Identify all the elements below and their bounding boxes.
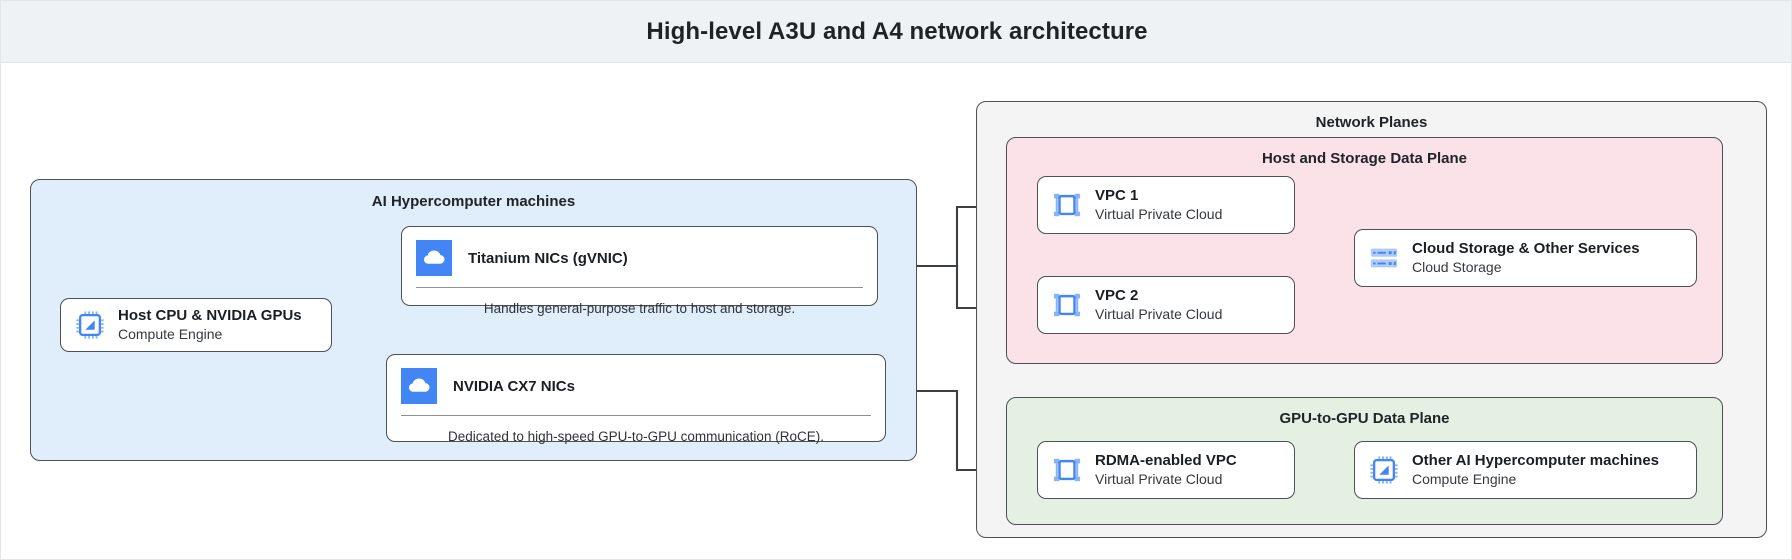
node-vpc-2[interactable]: VPC 2 Virtual Private Cloud <box>1037 276 1295 334</box>
node-title: RDMA-enabled VPC <box>1095 452 1237 469</box>
vpc-icon <box>1053 458 1081 482</box>
card-caption: Handles general-purpose traffic to host … <box>483 301 796 316</box>
vpc-icon <box>1053 193 1081 217</box>
node-title: VPC 2 <box>1095 287 1139 304</box>
node-title: Other AI Hypercomputer machines <box>1412 452 1660 469</box>
node-title: VPC 1 <box>1095 187 1139 204</box>
node-cloud-storage-other-services[interactable]: Cloud Storage & Other Services Cloud Sto… <box>1354 229 1697 287</box>
card-title: NVIDIA CX7 NICs <box>453 377 575 395</box>
node-subtitle: Virtual Private Cloud <box>1095 206 1223 222</box>
node-text: Cloud Storage & Other Services Cloud Sto… <box>1412 239 1640 277</box>
compute-engine-icon <box>76 311 104 339</box>
node-text: VPC 1 Virtual Private Cloud <box>1095 186 1222 224</box>
card-titanium-nics[interactable]: Titanium NICs (gVNIC) Handles general-pu… <box>401 226 878 316</box>
node-text: Host CPU & NVIDIA GPUs Compute Engine <box>118 306 302 344</box>
node-subtitle: Compute Engine <box>1412 471 1517 487</box>
google-cloud-icon <box>401 368 437 404</box>
node-other-ai-hypercomputer-machines[interactable]: Other AI Hypercomputer machines Compute … <box>1354 441 1697 499</box>
node-text: Other AI Hypercomputer machines Compute … <box>1412 451 1659 489</box>
card-header: NVIDIA CX7 NICs <box>401 367 871 405</box>
group-title-gpu-plane: GPU-to-GPU Data Plane <box>1279 410 1450 427</box>
node-title: Cloud Storage & Other Services <box>1412 240 1640 257</box>
node-subtitle: Compute Engine <box>118 326 223 342</box>
node-title: Host CPU & NVIDIA GPUs <box>118 307 302 324</box>
node-host-cpu-nvidia-gpus[interactable]: Host CPU & NVIDIA GPUs Compute Engine <box>60 298 332 352</box>
card-title: Titanium NICs (gVNIC) <box>468 249 628 267</box>
node-text: VPC 2 Virtual Private Cloud <box>1095 286 1222 324</box>
card-nvidia-cx7-nics[interactable]: NVIDIA CX7 NICs Dedicated to high-speed … <box>386 354 886 444</box>
node-vpc-1[interactable]: VPC 1 Virtual Private Cloud <box>1037 176 1295 234</box>
group-title-planes: Network Planes <box>1315 114 1428 131</box>
compute-engine-icon <box>1370 456 1398 484</box>
group-title-machines: AI Hypercomputer machines <box>371 193 576 210</box>
node-text: RDMA-enabled VPC Virtual Private Cloud <box>1095 451 1237 489</box>
node-rdma-enabled-vpc[interactable]: RDMA-enabled VPC Virtual Private Cloud <box>1037 441 1295 499</box>
node-subtitle: Virtual Private Cloud <box>1095 306 1223 322</box>
node-subtitle: Virtual Private Cloud <box>1095 471 1223 487</box>
google-cloud-icon <box>416 240 452 276</box>
node-subtitle: Cloud Storage <box>1412 259 1502 275</box>
card-divider <box>416 287 863 288</box>
card-header: Titanium NICs (gVNIC) <box>416 239 863 277</box>
page-title: High-level A3U and A4 network architectu… <box>646 18 1148 45</box>
cloud-storage-icon <box>1370 248 1398 268</box>
card-divider <box>401 415 871 416</box>
vpc-icon <box>1053 293 1081 317</box>
title-bar: High-level A3U and A4 network architectu… <box>1 1 1791 63</box>
group-title-host-plane: Host and Storage Data Plane <box>1261 150 1468 167</box>
card-caption: Dedicated to high-speed GPU-to-GPU commu… <box>448 429 824 444</box>
